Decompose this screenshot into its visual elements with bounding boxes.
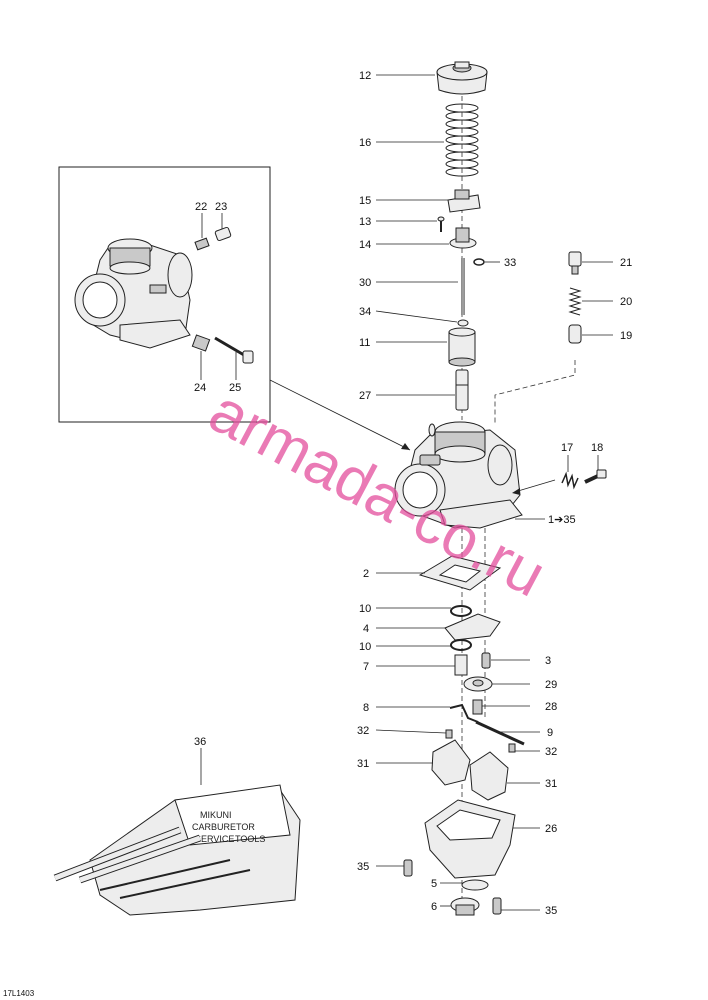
tool-kit-text-0: MIKUNI	[200, 810, 232, 820]
callout-32-left: 32	[357, 725, 369, 737]
callout-7: 7	[363, 661, 369, 673]
callout-16: 16	[359, 137, 371, 149]
callout-35-right: 35	[545, 905, 557, 917]
part-32-screw-a	[445, 729, 453, 739]
part-28-jet	[472, 699, 483, 715]
carburetor-body	[394, 421, 523, 529]
callout-10-lower: 10	[359, 641, 371, 653]
callout-23: 23	[215, 201, 227, 213]
tool-kit-text-2: SERVICE	[195, 834, 234, 844]
callout-5: 5	[431, 878, 437, 890]
callout-36: 36	[194, 736, 206, 748]
part-21-fitting	[568, 251, 582, 275]
callout-31-right: 31	[545, 778, 557, 790]
part-4-plate	[444, 613, 501, 641]
callout-28: 28	[545, 701, 557, 713]
part-36-tool-kit: MIKUNI CARBURETOR SERVICE TOOLS	[53, 784, 301, 916]
callout-13: 13	[359, 216, 371, 228]
callout-35-left: 35	[357, 861, 369, 873]
part-16-spring	[445, 103, 479, 177]
part-14-holder	[449, 227, 477, 249]
inset-pointer-arrow	[401, 443, 410, 450]
inset-spring-24	[191, 334, 211, 352]
callout-33: 33	[504, 257, 516, 269]
part-13-screw	[437, 216, 445, 232]
callout-19: 19	[620, 330, 632, 342]
tool-kit-text-1: CARBURETOR	[192, 822, 255, 832]
callout-18: 18	[591, 442, 603, 454]
callout-31-left: 31	[357, 758, 369, 770]
callout-9: 9	[547, 727, 553, 739]
callout-4: 4	[363, 623, 369, 635]
part-9-pin	[475, 720, 525, 746]
callout-30: 30	[359, 277, 371, 289]
callout-32-right: 32	[545, 746, 557, 758]
part-20-spring	[568, 287, 582, 316]
callout-25: 25	[229, 382, 241, 394]
callout-6: 6	[431, 901, 437, 913]
callout-2: 2	[363, 568, 369, 580]
callout-8: 8	[363, 702, 369, 714]
callout-11: 11	[359, 337, 370, 349]
inset-screw-25	[214, 336, 254, 364]
part-11-throttle-valve	[448, 327, 476, 367]
callout-21: 21	[620, 257, 632, 269]
inset-frame	[58, 166, 271, 423]
part-35-screw-b	[492, 897, 502, 915]
part-26-float-bowl	[424, 799, 516, 879]
callout-34: 34	[359, 306, 371, 318]
part-8-lever	[449, 703, 479, 723]
leader-lines	[375, 74, 613, 911]
inset-carburetor	[74, 238, 193, 349]
part-19-plunger	[568, 324, 582, 344]
part-15-plate	[447, 189, 481, 213]
callout-14: 14	[359, 239, 371, 251]
part-33-clip	[473, 258, 485, 266]
part-10-oring-a	[450, 605, 472, 617]
callout-10-upper: 10	[359, 603, 371, 615]
callout-26: 26	[545, 823, 557, 835]
tool-kit-text-3: TOOLS	[235, 834, 265, 844]
callout-24: 24	[194, 382, 206, 394]
part-6-plug	[450, 897, 480, 916]
callout-17: 17	[561, 442, 573, 454]
part-35-screw-a	[403, 859, 413, 877]
part-34-washer	[457, 319, 469, 327]
part-29-washer	[463, 676, 493, 692]
inset-cap-23	[214, 226, 232, 242]
callout-3: 3	[545, 655, 551, 667]
part-32-screw-b	[508, 743, 516, 753]
part-18-screw	[584, 469, 607, 484]
part-31-float-a	[431, 739, 471, 786]
inset-pilot-screw-22	[194, 237, 210, 251]
part-10-oring-b	[450, 639, 472, 651]
part-12-cap	[436, 61, 488, 95]
callout-15: 15	[359, 195, 371, 207]
part-5-oring	[461, 879, 489, 891]
callout-20: 20	[620, 296, 632, 308]
callout-12: 12	[359, 70, 371, 82]
callout-29: 29	[545, 679, 557, 691]
part-3-screw	[481, 652, 491, 669]
part-17-spring	[561, 471, 579, 490]
callout-27: 27	[359, 390, 371, 402]
callout-22: 22	[195, 201, 207, 213]
part-2-gasket	[418, 555, 502, 591]
callout-1-35: 1➔35	[548, 514, 576, 526]
part-7-jet	[454, 654, 468, 676]
part-31-float-b	[469, 751, 509, 801]
figure-code: 17L1403	[3, 989, 35, 998]
inset-pointer-line	[269, 379, 411, 451]
part-27-needle-jet	[455, 369, 469, 411]
